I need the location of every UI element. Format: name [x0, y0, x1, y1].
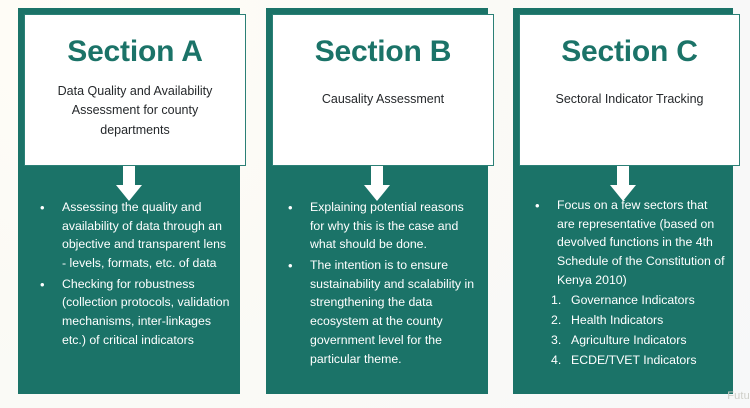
- sub-list-number: 4.: [551, 352, 562, 367]
- sub-list-number: 2.: [551, 313, 562, 328]
- watermark-text: Futu: [727, 390, 750, 402]
- arrow-head: [610, 185, 636, 201]
- bullet-marker: •: [535, 198, 540, 213]
- sub-list-number: 3.: [551, 332, 562, 347]
- bullet-marker: •: [288, 200, 293, 215]
- section-b-card: Section B Causality Assessment: [272, 14, 494, 166]
- bullet-text: Explaining potential reasons for why thi…: [310, 200, 464, 252]
- bullet-text: Checking for robustness (collection prot…: [62, 276, 230, 347]
- section-a-bullet-list: • Assessing the quality and availability…: [32, 198, 232, 352]
- sub-list-text: Governance Indicators: [571, 293, 695, 308]
- bullet-marker: •: [40, 200, 45, 215]
- down-arrow-icon: [610, 166, 636, 201]
- section-c-bullet-list: • Focus on a few sectors that are repres…: [527, 196, 725, 369]
- section-a-title: Section A: [67, 35, 203, 68]
- section-b-title: Section B: [314, 35, 452, 68]
- sub-list-item: 2. Health Indicators: [527, 311, 725, 330]
- bullet-text: The intention is to ensure sustainabilit…: [310, 258, 475, 366]
- arrow-shaft: [123, 166, 135, 186]
- list-item: • Focus on a few sectors that are repres…: [527, 196, 725, 289]
- section-b-subtitle: Causality Assessment: [321, 92, 445, 106]
- section-column-a: Section A Data Quality and Availability …: [18, 8, 246, 394]
- arrow-head: [364, 185, 390, 201]
- section-column-c: Section C Sectoral Indicator Tracking • …: [513, 8, 740, 394]
- sub-list-text: Health Indicators: [571, 313, 664, 328]
- sub-list-item: 3. Agriculture Indicators: [527, 331, 725, 350]
- section-a-subtitle: Data Quality and Availability Assessment…: [57, 84, 213, 137]
- down-arrow-icon: [116, 166, 142, 201]
- sub-list-text: ECDE/TVET Indicators: [571, 352, 697, 367]
- bullet-marker: •: [288, 258, 293, 274]
- list-item: • The intention is to ensure sustainabil…: [280, 256, 480, 368]
- section-b-bullet-list: • Explaining potential reasons for why t…: [280, 198, 480, 370]
- sub-list-item: 1. Governance Indicators: [527, 291, 725, 310]
- list-item: • Checking for robustness (collection pr…: [32, 275, 232, 350]
- down-arrow-icon: [364, 166, 390, 201]
- bullet-marker: •: [40, 276, 45, 292]
- list-item: • Explaining potential reasons for why t…: [280, 198, 480, 254]
- arrow-shaft: [371, 166, 383, 186]
- section-c-title: Section C: [561, 35, 698, 68]
- sub-list-text: Agriculture Indicators: [571, 332, 687, 347]
- bullet-text: Focus on a few sectors that are represen…: [557, 198, 725, 287]
- bullet-text: Assessing the quality and availability o…: [62, 200, 227, 271]
- section-c-card: Section C Sectoral Indicator Tracking: [519, 14, 740, 166]
- sub-list-item: 4. ECDE/TVET Indicators: [527, 351, 725, 370]
- section-column-b: Section B Causality Assessment • Explain…: [266, 8, 494, 394]
- section-a-card: Section A Data Quality and Availability …: [24, 14, 246, 166]
- arrow-shaft: [617, 166, 629, 186]
- sub-list-number: 1.: [551, 293, 562, 308]
- list-item: • Assessing the quality and availability…: [32, 198, 232, 273]
- section-c-subtitle: Sectoral Indicator Tracking: [555, 92, 704, 106]
- arrow-head: [116, 185, 142, 201]
